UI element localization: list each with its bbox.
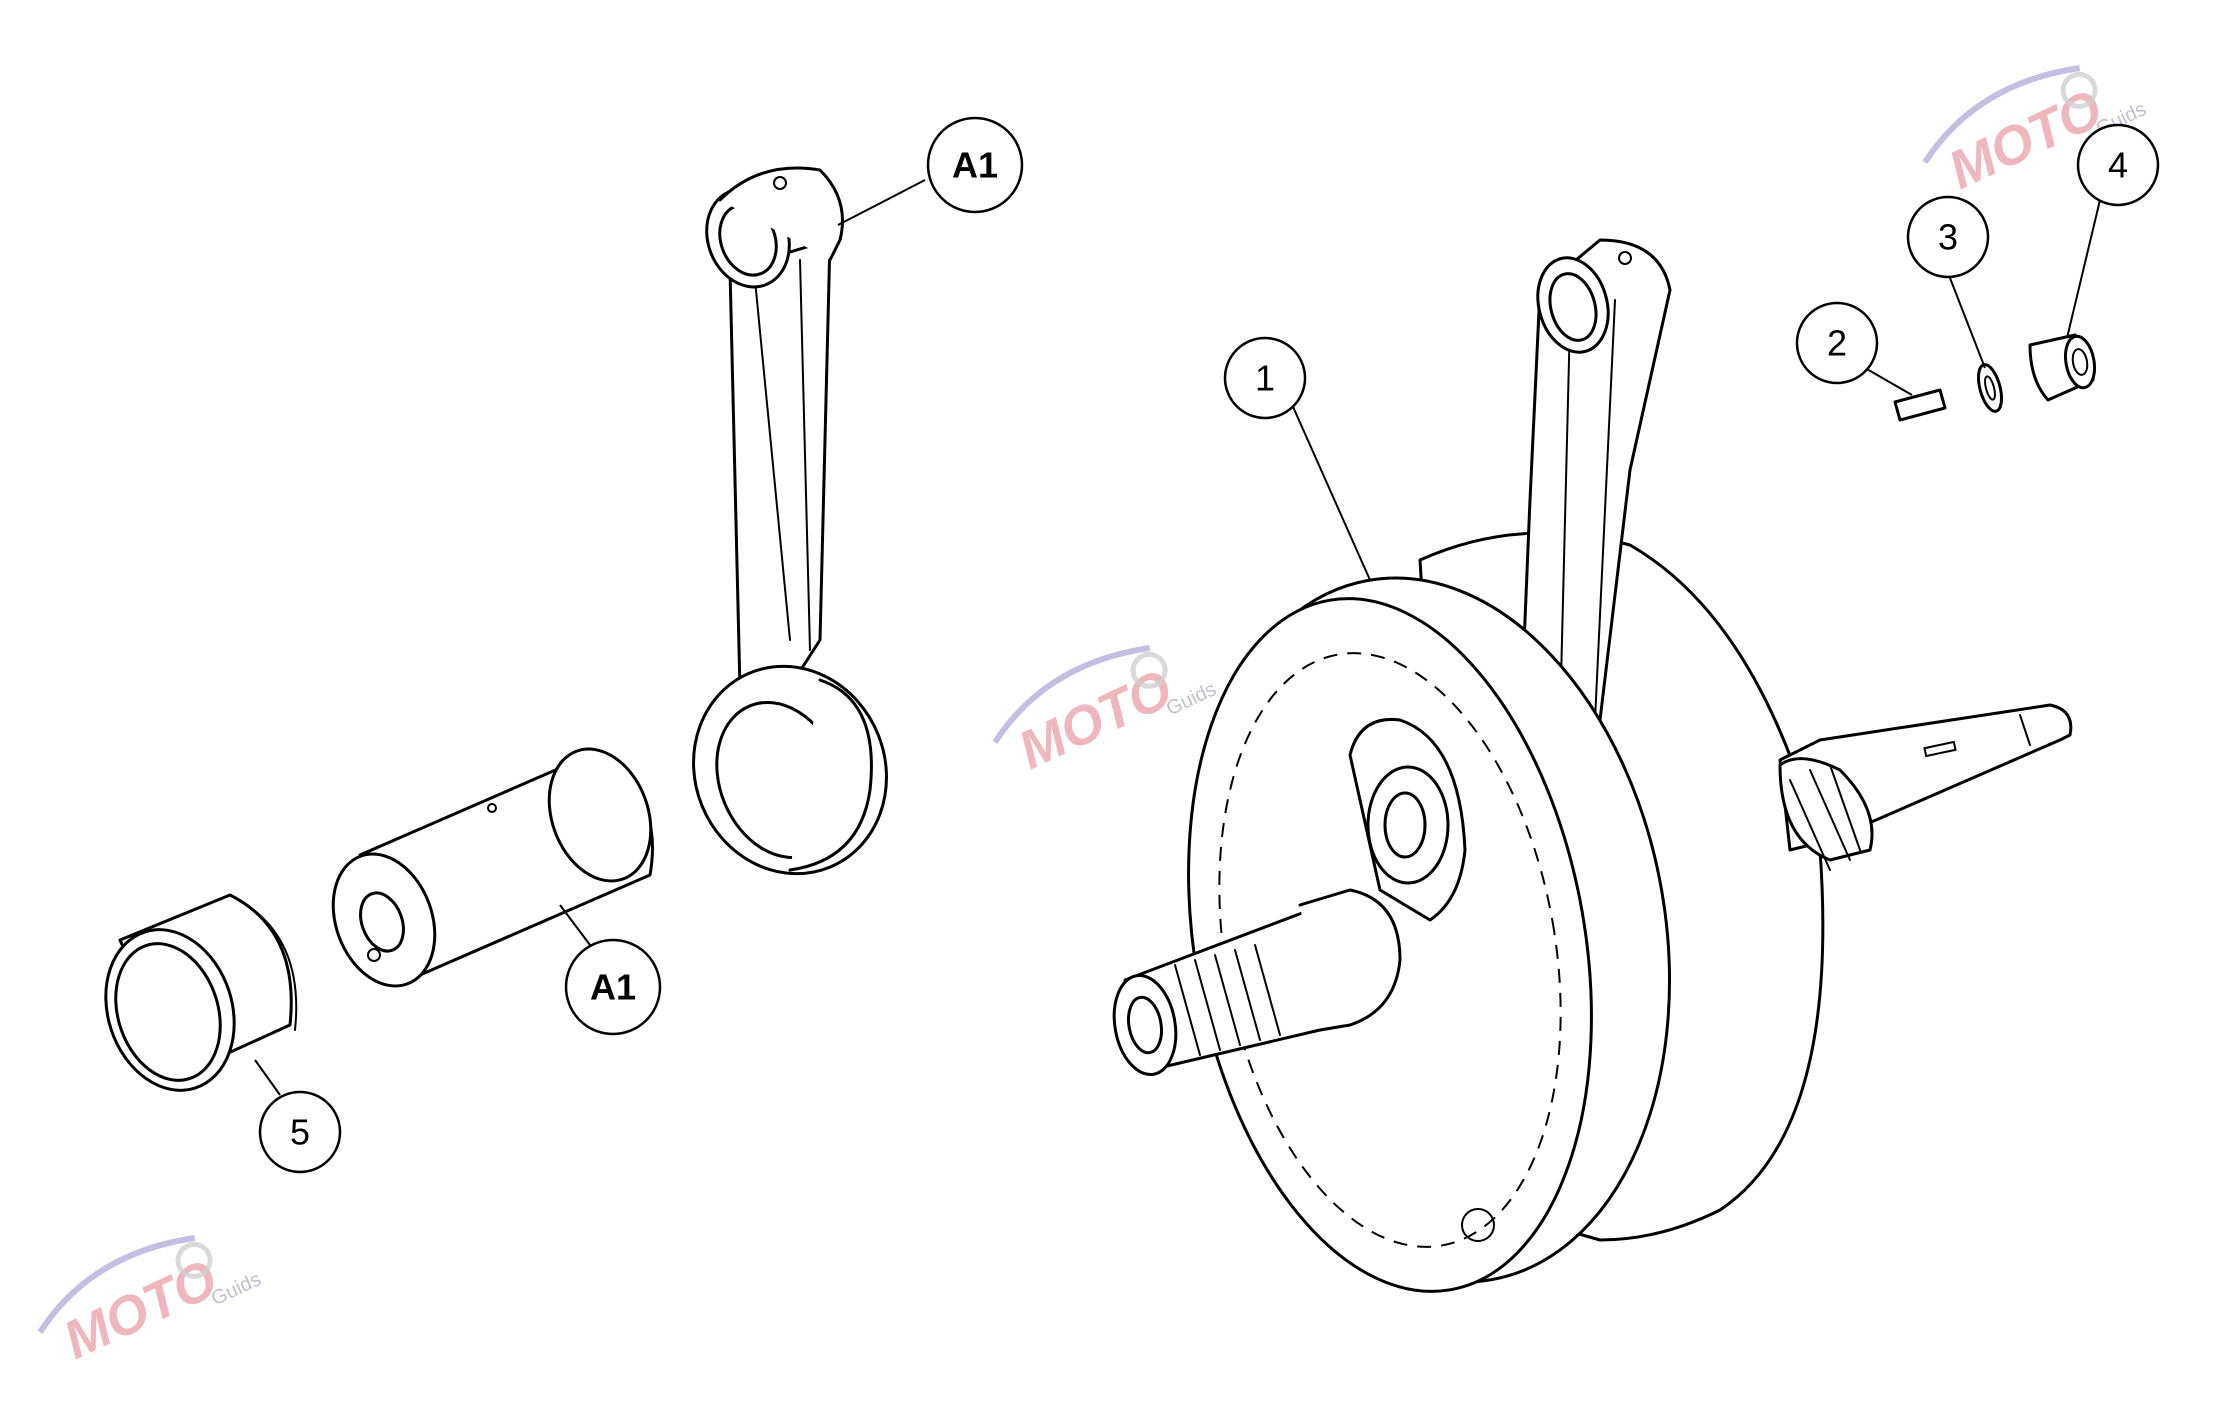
watermark-brand: MOTO — [55, 1248, 226, 1370]
watermark-center: MOTO Guids — [992, 645, 1220, 781]
callout-A1-rod: A1 — [926, 116, 1024, 214]
watermark-bottom-left: MOTO Guids — [37, 1235, 265, 1371]
callout-label: 2 — [1827, 323, 1847, 364]
connecting-rod — [692, 166, 888, 876]
washer — [1977, 363, 2003, 413]
nut — [2028, 333, 2097, 402]
callout-label: 5 — [290, 1112, 310, 1153]
watermark-sub: Guids — [208, 1268, 265, 1310]
crank-pin — [331, 747, 654, 988]
watermark-sub: Guids — [1163, 678, 1220, 720]
callout-1: 1 — [1223, 336, 1307, 420]
key — [1893, 388, 1947, 422]
callout-label: A1 — [952, 145, 998, 186]
callout-label: A1 — [590, 967, 636, 1008]
callout-label: 3 — [1938, 217, 1958, 258]
callout-label: 4 — [2108, 145, 2128, 186]
bearing-ring — [104, 893, 298, 1092]
callout-label: 1 — [1255, 358, 1275, 399]
callout-2: 2 — [1795, 301, 1879, 385]
callout-5: 5 — [258, 1090, 342, 1174]
crankshaft-assembly — [1112, 238, 2073, 1293]
leader-lines — [254, 179, 2101, 1096]
callout-A1-pin: A1 — [564, 938, 662, 1036]
watermark-brand: MOTO — [1010, 658, 1181, 780]
callout-4: 4 — [2076, 123, 2160, 207]
callout-3: 3 — [1906, 195, 1990, 279]
